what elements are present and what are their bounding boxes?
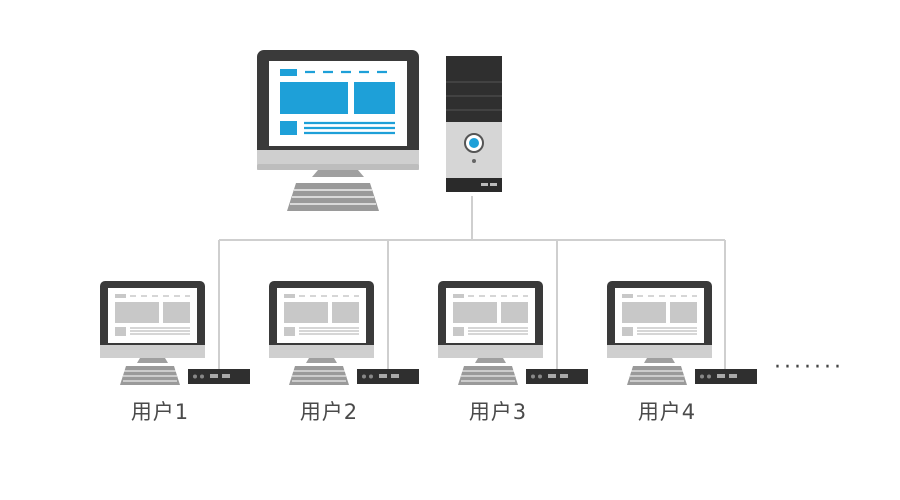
keyboard-icon	[120, 366, 180, 385]
client-monitor-icon	[607, 281, 712, 363]
server-monitor-icon	[257, 50, 419, 177]
connection-lines	[218, 196, 726, 369]
client-station-4	[607, 281, 757, 385]
thin-client-box-icon	[526, 369, 588, 384]
keyboard-icon	[289, 366, 349, 385]
keyboard-icon	[627, 366, 687, 385]
thin-client-box-icon	[188, 369, 250, 384]
client-station-1	[100, 281, 250, 385]
client-stations	[100, 281, 757, 385]
thin-client-box-icon	[695, 369, 757, 384]
user-label-2: 用户2	[299, 400, 359, 424]
client-monitor-icon	[438, 281, 543, 363]
tower-pc-icon	[446, 56, 502, 192]
keyboard-icon	[458, 366, 518, 385]
client-station-2	[269, 281, 419, 385]
client-station-3	[438, 281, 588, 385]
user-label-3: 用户3	[468, 400, 528, 424]
more-users-ellipsis: ·······	[774, 355, 844, 380]
user-label-1: 用户1	[130, 400, 190, 424]
client-monitor-icon	[100, 281, 205, 363]
client-monitor-icon	[269, 281, 374, 363]
thin-client-box-icon	[357, 369, 419, 384]
user-label-4: 用户4	[637, 400, 697, 424]
keyboard-icon	[287, 183, 379, 211]
